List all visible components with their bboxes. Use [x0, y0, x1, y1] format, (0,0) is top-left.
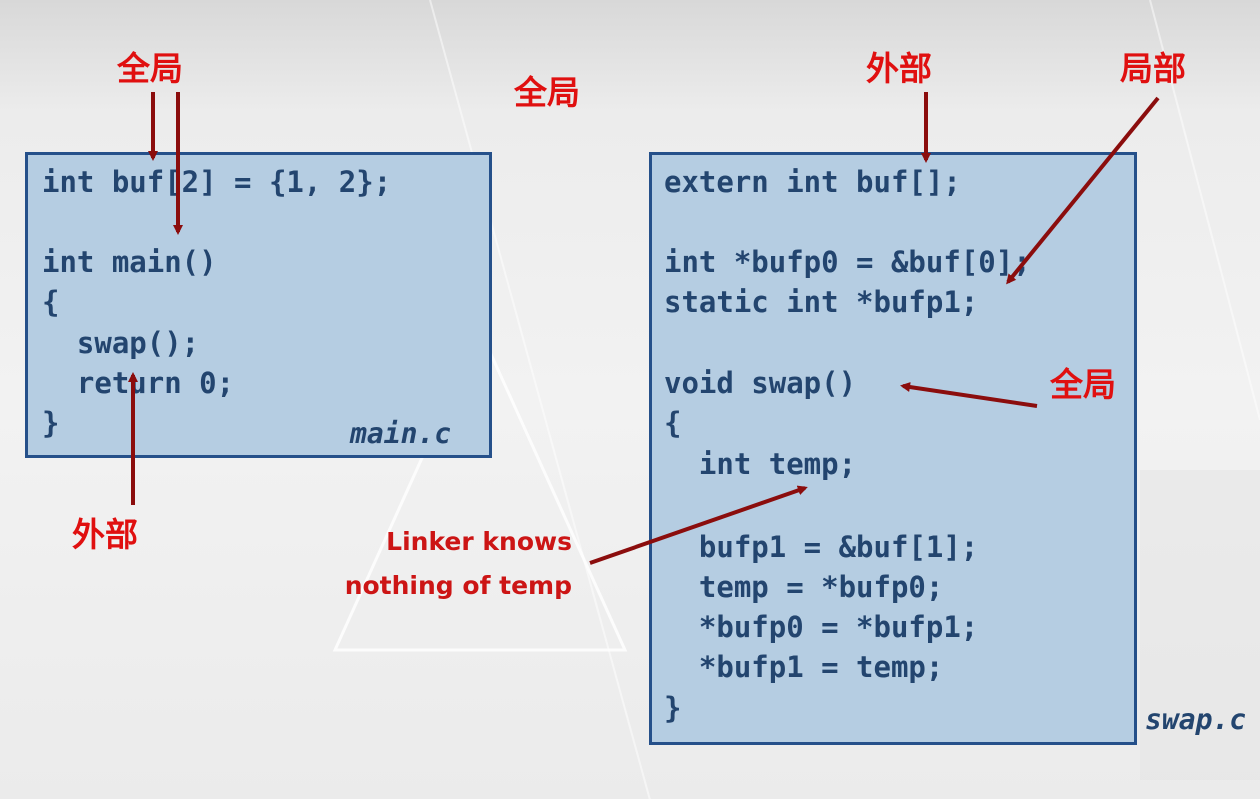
code-line: } — [664, 691, 682, 725]
code-line: int main() — [42, 245, 217, 279]
code-line: static int *bufp1; — [664, 285, 979, 319]
code-line: return 0; — [42, 366, 235, 400]
code-line: *bufp1 = temp; — [664, 650, 944, 684]
linker-note-line: Linker knows — [386, 527, 572, 556]
code-line: temp = *bufp0; — [664, 570, 944, 604]
swap-c-code-box: extern int buf[]; int *bufp0 = &buf[0]; … — [649, 152, 1137, 745]
main-c-code-box: int buf[2] = {1, 2}; int main() { swap()… — [25, 152, 492, 458]
code-line: *bufp0 = *bufp1; — [664, 610, 979, 644]
code-line: extern int buf[]; — [664, 165, 961, 199]
linker-note: Linker knows nothing of temp — [300, 520, 572, 608]
code-line: bufp1 = &buf[1]; — [664, 530, 979, 564]
code-line: int *bufp0 = &buf[0]; — [664, 245, 1031, 279]
code-line: void swap() — [664, 366, 857, 400]
filename-label: swap.c — [1145, 703, 1247, 736]
annotation-external-buf: 外部 — [866, 49, 932, 88]
annotation-external-return: 外部 — [72, 515, 138, 554]
code-line: { — [664, 406, 682, 440]
code-line: } — [42, 406, 60, 440]
code-line: { — [42, 285, 60, 319]
filename-label: main.c — [350, 417, 452, 450]
code-line: int buf[2] = {1, 2}; — [42, 165, 392, 199]
annotation-global-buf: 全局 — [117, 49, 183, 88]
code-line: swap(); — [42, 326, 200, 360]
annotation-local-bufp1: 局部 — [1120, 49, 1186, 88]
annotation-global: 全局 — [514, 73, 580, 112]
annotation-global-swap: 全局 — [1050, 365, 1116, 404]
linker-note-line: nothing of temp — [344, 571, 572, 600]
code-line: int temp; — [664, 447, 857, 481]
